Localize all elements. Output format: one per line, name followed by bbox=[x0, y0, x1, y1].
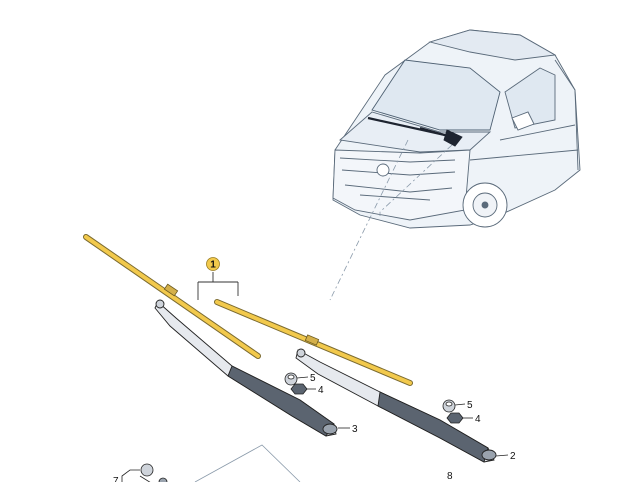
callout-1-bracket bbox=[197, 272, 239, 300]
wiper-arm-left[interactable] bbox=[154, 299, 338, 437]
callout-4-left: 4 bbox=[318, 385, 324, 396]
nut-right[interactable] bbox=[446, 412, 464, 424]
wiper-arm-right[interactable] bbox=[295, 348, 497, 463]
callout-1-label: 1 bbox=[210, 260, 216, 271]
callout-5-right: 5 bbox=[467, 400, 473, 411]
callout-leaders bbox=[121, 376, 509, 482]
callout-8: 8 bbox=[447, 471, 453, 482]
cap-right[interactable] bbox=[442, 399, 456, 413]
callout-3: 3 bbox=[352, 424, 358, 435]
bottom-part-7[interactable] bbox=[139, 463, 168, 482]
callout-4-right: 4 bbox=[475, 414, 481, 425]
callout-5-left: 5 bbox=[310, 373, 316, 384]
vehicle-leader-lines bbox=[329, 139, 453, 301]
callout-7: 7 bbox=[113, 476, 119, 482]
bottom-linkage-outline bbox=[194, 444, 301, 482]
vehicle-illustration bbox=[332, 29, 581, 229]
wiper-blade-left-highlight bbox=[84, 235, 260, 358]
callout-1-badge: 1 bbox=[206, 257, 220, 271]
cap-left[interactable] bbox=[284, 372, 298, 386]
wiper-blade-right[interactable] bbox=[214, 299, 413, 386]
callout-2: 2 bbox=[510, 451, 516, 462]
nut-left[interactable] bbox=[290, 383, 308, 395]
wiper-blade-left[interactable] bbox=[83, 234, 261, 359]
